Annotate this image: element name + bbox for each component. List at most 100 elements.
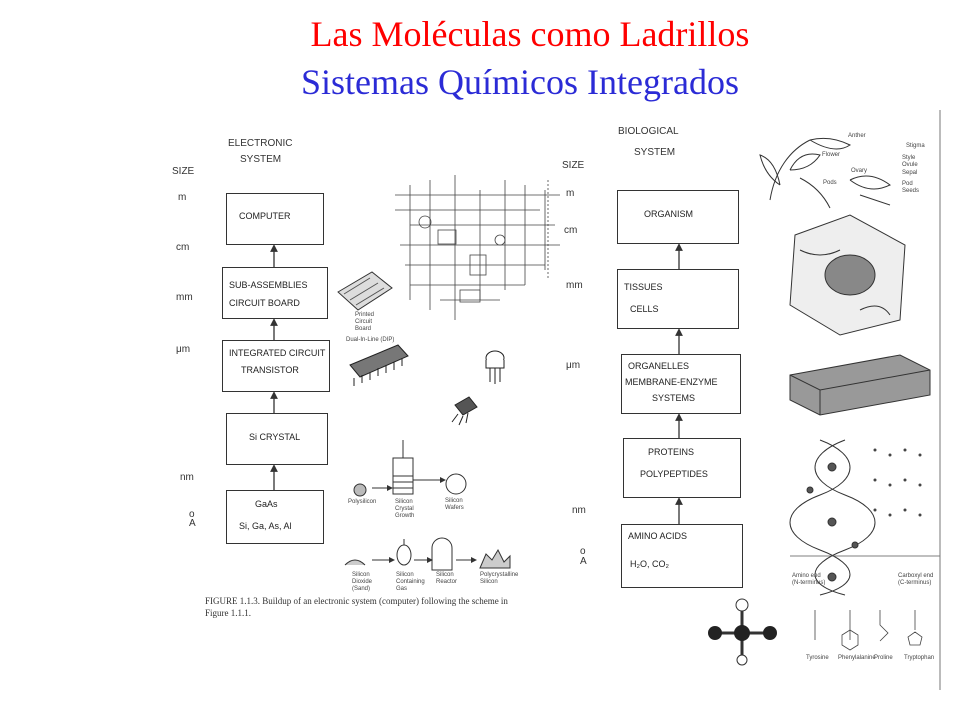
e-size-cm: cm <box>176 242 190 253</box>
crystal-growth-illustration <box>353 440 467 497</box>
b-box-cells-text: CELLS <box>630 304 659 314</box>
pcb-label-2: Circuit <box>355 319 373 325</box>
b-size-A: A <box>580 556 587 567</box>
proc-1-b: Dioxide <box>352 579 373 585</box>
e-box-sub-text: SUB-ASSEMBLIES <box>229 280 308 290</box>
electronic-size-label: SIZE <box>172 166 195 177</box>
b-size-nm: nm <box>572 505 586 516</box>
membrane-illustration <box>789 354 931 416</box>
electronic-heading: ELECTRONIC <box>228 138 293 149</box>
title-line-1: Las Moléculas como Ladrillos <box>310 14 750 54</box>
peptide-c-term: (C-terminus) <box>898 580 932 586</box>
proc-4-a: Polycrystalline <box>480 572 519 578</box>
pcb-label-1: Printed <box>355 312 375 318</box>
e-box-si: Si CRYSTAL <box>226 413 328 465</box>
flower-seeds: Seeds <box>902 188 920 194</box>
e-size-mm: mm <box>176 292 193 303</box>
b-box-polypeptides-text: POLYPEPTIDES <box>640 469 708 479</box>
e-box-ic-text: INTEGRATED CIRCUIT <box>229 348 326 358</box>
circuit-schematic <box>395 175 560 320</box>
e-size-o: o <box>189 509 195 520</box>
proc-2-a: Silicon <box>396 572 414 578</box>
sheet-illustration <box>873 448 922 517</box>
e-box-computer: COMPUTER <box>226 193 324 245</box>
polysilicon-label: Polysilicon <box>348 499 377 505</box>
b-size-um: μm <box>566 360 581 371</box>
molecule-model <box>708 598 777 666</box>
wafers-label-2: Wafers <box>445 505 464 511</box>
dip-label: Dual-In-Line (DIP) <box>346 337 395 343</box>
b-size-m: m <box>566 188 575 199</box>
biological-heading-2: SYSTEM <box>634 147 676 158</box>
e-box-tr-text: TRANSISTOR <box>241 365 299 375</box>
e-box-cb-text: CIRCUIT BOARD <box>229 298 300 308</box>
e-box-gaas: GaAs Si, Ga, As, Al <box>226 490 324 544</box>
biological-heading: BIOLOGICAL <box>618 126 679 137</box>
e-box-si-text: Si CRYSTAL <box>249 432 301 442</box>
proc-3-b: Reactor <box>436 579 458 585</box>
e-size-A: A <box>189 518 196 529</box>
proc-1-c: (Sand) <box>352 586 371 592</box>
flower-pods: Pods <box>823 180 837 186</box>
b-box-proteins-text: PROTEINS <box>648 447 695 457</box>
electronic-heading-2: SYSTEM <box>240 154 282 165</box>
b-box-h2o-text: H₂O, CO₂ <box>630 559 669 569</box>
flower-flower: Flower <box>822 152 841 158</box>
pcb-label-3: Board <box>355 326 372 332</box>
crystal-label-2: Crystal <box>395 506 414 512</box>
wafers-label-1: Silicon <box>445 498 463 504</box>
amino-proline: Proline <box>874 655 893 661</box>
proc-3-a: Silicon <box>436 572 454 578</box>
e-box-gaas-text: GaAs <box>255 499 278 509</box>
cell-illustration <box>789 214 906 336</box>
flower-pod: Pod <box>902 181 913 187</box>
peptide-amino-end: Amino end <box>792 573 821 579</box>
process-illustration <box>344 537 511 571</box>
dip-chip-illustration <box>349 344 409 386</box>
figure-caption-line-1: FIGURE 1.1.3. Buildup of an electronic s… <box>205 596 508 606</box>
b-box-organism-text: ORGANISM <box>644 209 694 219</box>
pcb-illustration <box>337 271 393 311</box>
biological-size-label: SIZE <box>562 160 585 171</box>
proc-1-a: Silicon <box>352 572 370 578</box>
transistor-illustration <box>451 350 505 426</box>
proc-4-b: Silicon <box>480 579 498 585</box>
proc-2-c: Gas <box>396 586 408 592</box>
crystal-label-1: Silicon <box>395 499 413 505</box>
flower-stigma: Stigma <box>906 143 925 149</box>
amino-phenylalanine: Phenylalanine <box>838 655 876 661</box>
e-size-nm: nm <box>180 472 194 483</box>
b-box-tissues: TISSUES CELLS <box>617 269 739 329</box>
title-line-2: Sistemas Químicos Integrados <box>301 62 739 102</box>
b-box-membrane-text: MEMBRANE-ENZYME <box>625 377 718 387</box>
flower-sepal: Sepal <box>902 170 918 176</box>
amino-acid-structures <box>814 610 923 651</box>
e-box-computer-text: COMPUTER <box>239 211 291 221</box>
flower-ovary: Ovary <box>851 168 868 174</box>
crystal-label-3: Growth <box>395 513 415 519</box>
flower-illustration <box>759 137 891 209</box>
amino-tyrosine: Tyrosine <box>806 655 829 661</box>
b-box-organelles-text: ORGANELLES <box>628 361 690 371</box>
figure-caption-line-2: Figure 1.1.1. <box>205 608 251 618</box>
e-box-elements-text: Si, Ga, As, Al <box>239 521 292 531</box>
amino-tryptophan: Tryptophan <box>904 655 935 661</box>
flower-anther: Anther <box>848 133 866 139</box>
e-size-m: m <box>178 192 187 203</box>
peptide-n-term: (N-terminus) <box>792 580 826 586</box>
b-size-cm: cm <box>564 225 578 236</box>
e-size-um: μm <box>176 344 191 355</box>
b-box-proteins: PROTEINS POLYPEPTIDES <box>623 438 741 498</box>
helix-illustration <box>789 439 876 596</box>
peptide-carboxyl-end: Carboxyl end <box>898 573 934 579</box>
flower-ovule: Ovule <box>902 162 918 168</box>
b-box-amino: AMINO ACIDS H₂O, CO₂ <box>621 524 743 588</box>
b-box-tissues-text: TISSUES <box>624 282 663 292</box>
proc-2-b: Containing <box>396 579 425 585</box>
b-size-o: o <box>580 546 586 557</box>
b-box-systems-text: SYSTEMS <box>652 393 696 403</box>
b-box-amino-text: AMINO ACIDS <box>628 531 688 541</box>
b-size-mm: mm <box>566 280 583 291</box>
flower-style: Style <box>902 155 916 161</box>
